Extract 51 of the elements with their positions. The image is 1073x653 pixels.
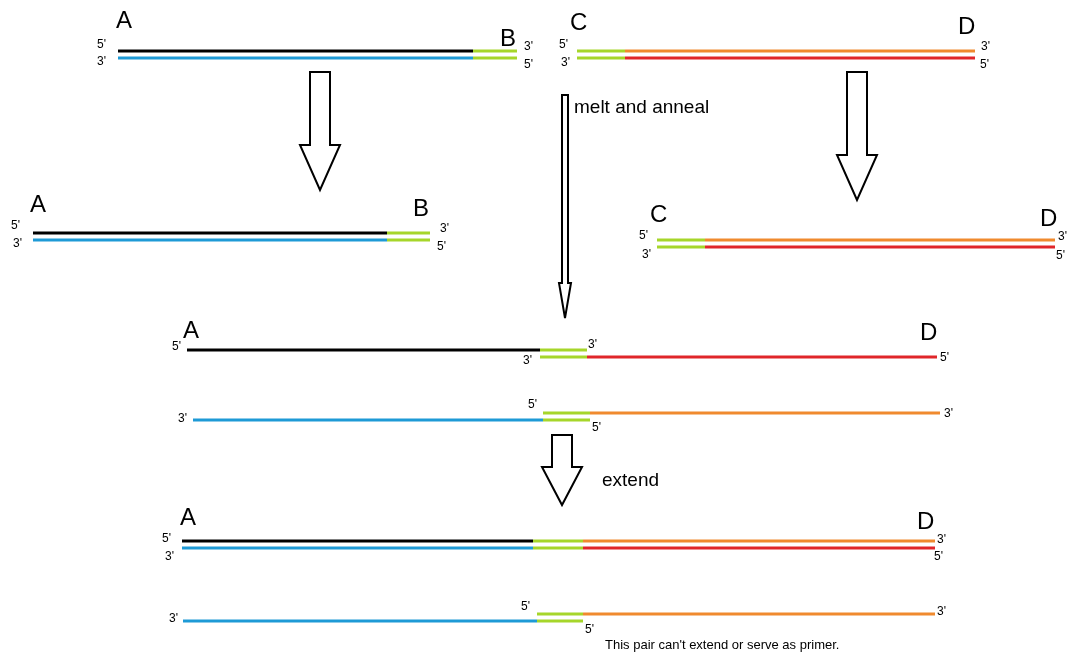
strand-end-label: 5' [592, 421, 601, 433]
strand-end-label: 5' [934, 550, 943, 562]
strand-end-label: 5' [437, 240, 446, 252]
strand-end-label: 5' [585, 623, 594, 635]
strand-end-label: 5' [980, 58, 989, 70]
strand-end-label: 3' [178, 412, 187, 424]
strand-end-label: 3' [97, 55, 106, 67]
strand-end-label: 3' [169, 612, 178, 624]
fragment-letter: A [30, 192, 46, 216]
strand-end-label: 5' [11, 219, 20, 231]
strand-end-label: 3' [523, 354, 532, 366]
fragment-letter: D [1040, 206, 1058, 230]
arrow [557, 94, 573, 319]
note-text: This pair can't extend or serve as primer. [605, 638, 840, 651]
fragment-letter: B [413, 196, 429, 220]
strand-end-label: 3' [561, 56, 570, 68]
strand-end-label: 3' [524, 40, 533, 52]
strand-end-label: 5' [1056, 249, 1065, 261]
edge-label: melt and anneal [574, 97, 710, 116]
arrow [298, 71, 342, 193]
fragment-letter: C [570, 10, 588, 34]
fragment-letter: A [116, 8, 132, 32]
strand-end-label: 3' [1058, 230, 1067, 242]
strand-end-label: 5' [524, 58, 533, 70]
strand-end-label: 5' [639, 229, 648, 241]
fragment-letter: D [917, 509, 935, 533]
fragment-letter: A [180, 505, 196, 529]
fragment-letter: D [958, 14, 976, 38]
strand-end-label: 3' [588, 338, 597, 350]
strand-end-label: 3' [440, 222, 449, 234]
strand-end-label: 3' [944, 407, 953, 419]
arrow [540, 434, 584, 508]
strand-end-label: 5' [162, 532, 171, 544]
edge-label: extend [602, 470, 660, 489]
strand-end-label: 5' [528, 398, 537, 410]
strand-end-label: 3' [937, 533, 946, 545]
arrow [835, 71, 879, 203]
strand-end-label: 5' [521, 600, 530, 612]
fragment-letter: C [650, 202, 668, 226]
strand-end-label: 5' [172, 340, 181, 352]
strand-end-label: 3' [642, 248, 651, 260]
strand-end-label: 5' [97, 38, 106, 50]
strand-end-label: 3' [937, 605, 946, 617]
strand-end-label: 3' [165, 550, 174, 562]
fragment-letter: B [500, 26, 516, 50]
strand-end-label: 3' [981, 40, 990, 52]
strand-end-label: 5' [559, 38, 568, 50]
fragment-letter: D [920, 320, 938, 344]
strand-end-label: 3' [13, 237, 22, 249]
fragment-letter: A [183, 318, 199, 342]
strand-end-label: 5' [940, 351, 949, 363]
